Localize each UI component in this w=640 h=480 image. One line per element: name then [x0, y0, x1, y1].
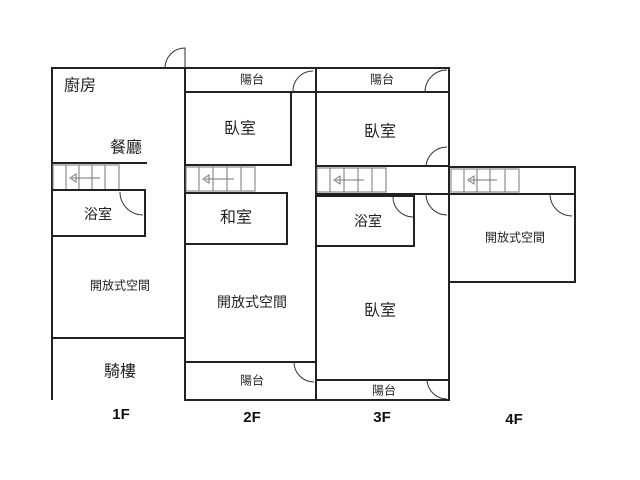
room-label-bathroom: 浴室: [84, 206, 112, 223]
stairs-icon: [185, 166, 256, 192]
door-icon: [549, 194, 573, 217]
door-icon: [425, 193, 448, 216]
floor-2f: 陽台 臥室 和室 開放式空間 陽台 2F: [184, 67, 317, 426]
door-icon: [292, 70, 314, 93]
door-icon: [425, 146, 448, 167]
room-label-japanese-room: 和室: [220, 208, 252, 227]
room-label-open-space: 開放式空間: [485, 230, 545, 245]
wall: [315, 67, 450, 401]
floor-label-3f: 3F: [373, 409, 391, 426]
room-label-balcony: 陽台: [370, 72, 394, 87]
room-label-bedroom: 臥室: [224, 119, 256, 138]
wall: [448, 166, 576, 283]
room-label-open-space: 開放式空間: [217, 295, 287, 311]
room-label-open-space: 開放式空間: [90, 278, 150, 293]
room-label-dining: 餐廳: [110, 138, 142, 157]
door-icon: [392, 196, 414, 218]
room-label-bedroom: 臥室: [364, 122, 396, 141]
stairs-icon: [450, 168, 520, 193]
door-icon: [119, 191, 144, 216]
floor-label-2f: 2F: [243, 409, 261, 426]
wall: [51, 67, 186, 400]
floor-label-1f: 1F: [112, 406, 130, 423]
room-label-bedroom: 臥室: [364, 301, 396, 320]
room-label-arcade: 騎樓: [104, 362, 136, 381]
wall: [185, 92, 292, 166]
wall: [51, 189, 146, 237]
floor-1f: 廚房 餐廳 浴室 開放式空間 騎樓 1F: [51, 47, 186, 423]
wall: [315, 195, 415, 247]
stairs-icon: [52, 164, 120, 191]
room-label-balcony: 陽台: [240, 72, 264, 87]
door-icon: [164, 47, 186, 69]
room-label-balcony: 陽台: [240, 373, 264, 388]
door-icon: [424, 69, 448, 93]
floor-4f: 開放式空間 4F: [448, 166, 576, 428]
room-label-bathroom: 浴室: [354, 213, 382, 230]
floor-3f: 陽台 臥室 浴室 臥室 陽台 3F: [315, 67, 450, 426]
room-label-kitchen: 廚房: [64, 76, 96, 95]
door-icon: [293, 361, 315, 383]
door-icon: [426, 379, 448, 400]
floor-label-4f: 4F: [505, 411, 523, 428]
room-label-balcony: 陽台: [372, 383, 396, 398]
wall: [184, 192, 288, 245]
stairs-icon: [316, 167, 387, 193]
